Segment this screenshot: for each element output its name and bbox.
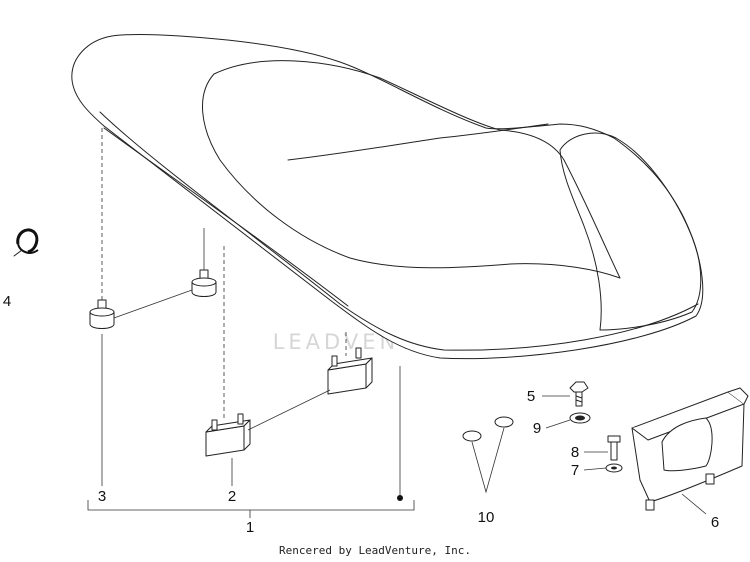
callout-9: 9: [533, 420, 541, 437]
callout-1: 1: [246, 519, 254, 536]
callout-4: 4: [3, 293, 11, 310]
seat-side-seam: [103, 127, 349, 307]
seat-lower-edge: [99, 111, 699, 351]
seat-outline: [71, 34, 704, 360]
block-part-2-front: [205, 413, 251, 457]
callout-5: 5: [527, 388, 535, 405]
seat-backrest: [559, 132, 702, 331]
callout-8: 8: [571, 444, 579, 461]
callout-7: 7: [571, 462, 579, 479]
cap-part-10: [462, 416, 514, 442]
block-part-2-rear: [327, 347, 373, 395]
seat-rider-cushion: [202, 60, 621, 279]
bumper-part-3-left: [89, 299, 115, 329]
screw-part-5: [569, 381, 589, 407]
bumper-part-3-right: [191, 269, 217, 297]
bolt-part-8: [607, 435, 621, 461]
callout-3: 3: [98, 488, 106, 505]
bracket-part-6: [631, 387, 749, 511]
callout-2: 2: [228, 488, 236, 505]
washer-part-9: [569, 412, 591, 424]
footer-credit: Rencered by LeadVenture, Inc.: [279, 544, 471, 557]
nut-part-7: [605, 463, 623, 473]
callout-6: 6: [711, 514, 719, 531]
clip-part-4: [13, 228, 39, 257]
seat-assembly: [71, 34, 704, 360]
callout-10: 10: [478, 509, 495, 526]
seat-cushion-seam: [287, 123, 549, 161]
